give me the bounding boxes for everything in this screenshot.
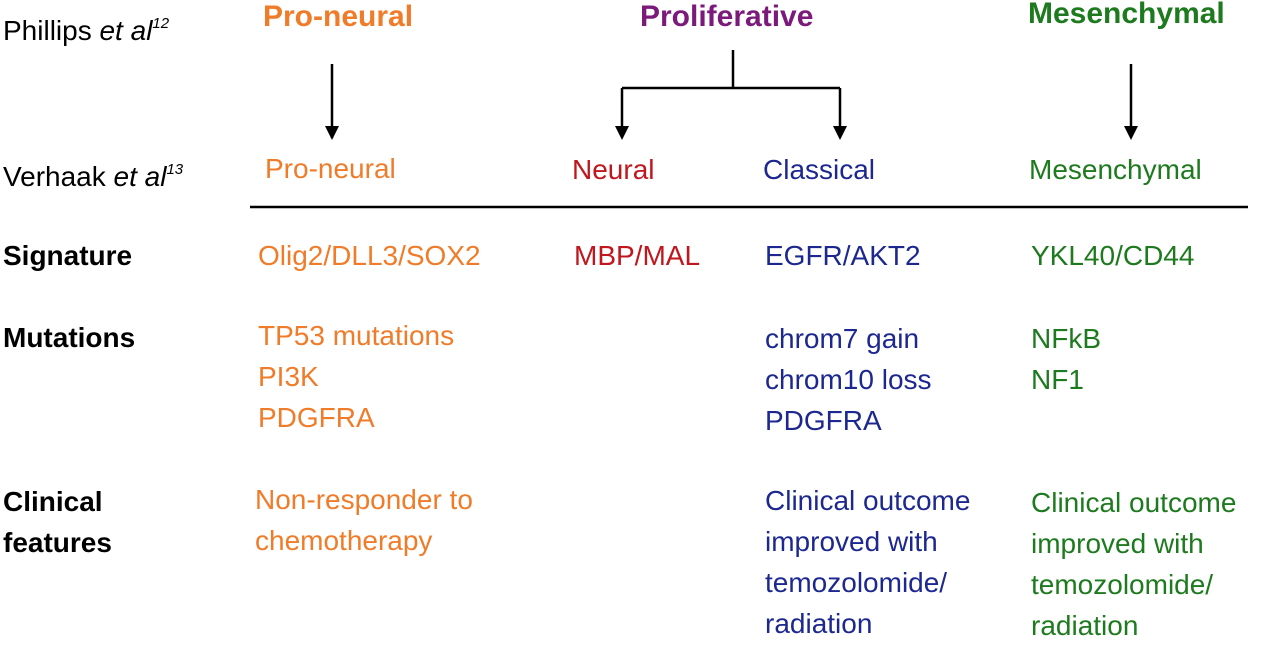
arrowhead-classical-icon xyxy=(833,126,847,140)
signature-proneural: Olig2/DLL3/SOX2 xyxy=(258,240,481,271)
arrowhead-mesenchymal-icon xyxy=(1124,126,1138,140)
row-label-mutations: Mutations xyxy=(3,322,136,353)
verhaak-ref: 13 xyxy=(166,161,184,178)
clinical-mesenchymal: Clinical outcome improved with temozolom… xyxy=(1031,487,1237,641)
signature-mesenchymal: YKL40/CD44 xyxy=(1031,240,1195,271)
phillips-label: Phillips et al12 xyxy=(3,14,169,53)
arrowhead-neural-icon xyxy=(615,126,629,140)
verhaak-author: Verhaak xyxy=(3,161,114,192)
phillips-class-proliferative: Proliferative xyxy=(640,0,814,33)
row-label-clinical: Clinical features xyxy=(3,486,112,558)
mutations-proneural: TP53 mutations PI3K PDGFRA xyxy=(258,320,455,433)
clinical-proneural: Non-responder to chemotherapy xyxy=(255,484,473,556)
phillips-etal: et al xyxy=(99,15,153,46)
mutations-classical: chrom7 gain chrom10 loss PDGFRA xyxy=(765,323,932,436)
verhaak-class-proneural: Pro-neural xyxy=(265,153,396,184)
verhaak-class-neural: Neural xyxy=(572,154,655,185)
signature-classical: EGFR/AKT2 xyxy=(765,240,921,271)
phillips-ref: 12 xyxy=(152,15,170,32)
verhaak-class-mesenchymal: Mesenchymal xyxy=(1029,154,1202,185)
arrowhead-proneural-icon xyxy=(325,126,339,140)
phillips-author: Phillips xyxy=(3,15,100,46)
verhaak-etal: et al xyxy=(113,161,167,192)
phillips-class-mesenchymal: Mesenchymal xyxy=(1028,0,1225,30)
clinical-classical: Clinical outcome improved with temozolom… xyxy=(765,485,971,639)
phillips-class-proneural: Pro-neural xyxy=(263,0,414,33)
verhaak-label: Verhaak et al13 xyxy=(3,160,183,199)
verhaak-class-classical: Classical xyxy=(763,154,876,185)
signature-neural: MBP/MAL xyxy=(574,240,701,271)
row-label-signature: Signature xyxy=(3,240,133,271)
mutations-mesenchymal: NFkB NF1 xyxy=(1031,323,1101,395)
